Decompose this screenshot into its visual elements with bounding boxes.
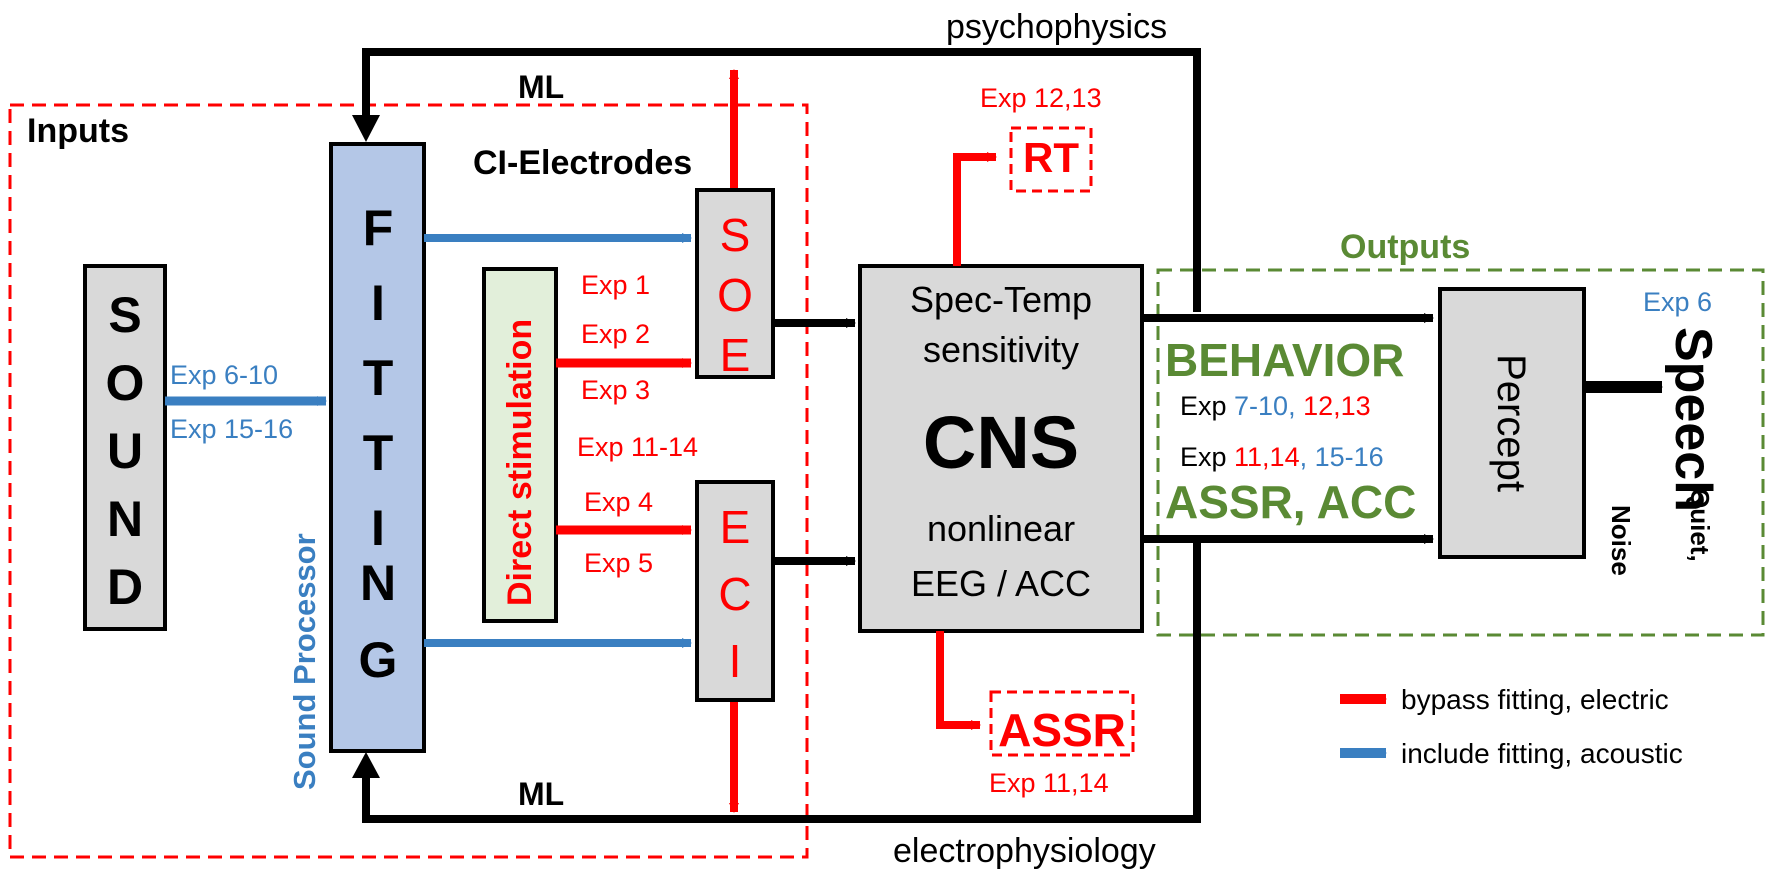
- percept-box: [1438, 287, 1586, 559]
- exp-1-label: Exp 1: [581, 270, 650, 300]
- exp-12-13-label: Exp 12,13: [980, 83, 1102, 113]
- fitting-letter: T: [363, 425, 394, 481]
- cns-spec-temp: Spec-Temp: [910, 279, 1092, 320]
- exp-6-10-label: Exp 6-10: [170, 360, 278, 390]
- ml-bottom-label: ML: [518, 776, 564, 812]
- cns-title: CNS: [923, 401, 1079, 484]
- behavior-label: BEHAVIOR: [1165, 334, 1404, 386]
- inputs-region: [8, 103, 809, 859]
- speech-noise-label: Noise: [1606, 505, 1636, 576]
- sound-letter: S: [108, 287, 141, 343]
- assr-exp-prefix: Exp: [1180, 442, 1234, 472]
- speech-label: Speech: [1664, 327, 1722, 512]
- sound-letter: D: [107, 559, 143, 615]
- exp-6-label: Exp 6: [1643, 287, 1712, 317]
- behavior-exp-red: 12,13: [1303, 391, 1371, 421]
- fitting-letters: F I T T I N G: [359, 200, 398, 688]
- legend-acoustic-label: include fitting, acoustic: [1401, 738, 1683, 769]
- fitting-letter: G: [359, 632, 398, 688]
- legend-electric-label: bypass fitting, electric: [1401, 684, 1669, 715]
- exp-3-label: Exp 3: [581, 375, 650, 405]
- eci-box: [695, 480, 775, 702]
- fitting-box: [329, 142, 426, 753]
- cns-to-rt-arrow: [953, 152, 997, 266]
- sound-box: [83, 264, 167, 631]
- eci-letter: E: [720, 501, 751, 553]
- assr-exp-red: 11,14: [1234, 442, 1300, 472]
- fitting-letter: I: [371, 275, 385, 331]
- soe-letter: S: [720, 209, 751, 261]
- exp-15-16-label: Exp 15-16: [170, 414, 293, 444]
- rt-box: [1009, 126, 1093, 193]
- assr-exp-blue: 15-16: [1315, 442, 1384, 472]
- cns-sensitivity: sensitivity: [923, 329, 1079, 370]
- assr-exp-sep: ,: [1300, 442, 1315, 472]
- assr-exp-row: Exp 11,14, 15-16: [1180, 442, 1384, 472]
- psychophysics-label: psychophysics: [946, 8, 1167, 46]
- direct-stimulation-label: Direct stimulation: [501, 319, 539, 606]
- fitting-letter: F: [363, 200, 394, 256]
- behavior-exp-row: Exp 7-10, 12,13: [1180, 391, 1371, 421]
- exp-11-14-b-label: Exp 11,14: [989, 768, 1109, 798]
- electrophysiology-label: electrophysiology: [893, 832, 1156, 870]
- direct-stimulation-box: [482, 267, 558, 623]
- cns-box: [858, 264, 1144, 633]
- percept-label: Percept: [1489, 354, 1533, 492]
- outputs-label: Outputs: [1340, 228, 1470, 266]
- exp-2-label: Exp 2: [581, 319, 650, 349]
- sound-letter: N: [107, 491, 143, 547]
- soe-letter: O: [717, 269, 753, 321]
- assr-box: [989, 690, 1135, 757]
- legend: bypass fitting, electric include fitting…: [1340, 684, 1683, 769]
- fitting-letter: N: [360, 555, 396, 611]
- behavior-exp-sep: ,: [1288, 391, 1303, 421]
- cns-eeg-acc: EEG / ACC: [911, 563, 1091, 604]
- soe-box: [695, 188, 775, 379]
- behavior-exp-blue: 7-10: [1234, 391, 1288, 421]
- soe-letter: E: [720, 329, 751, 381]
- cns-nonlinear: nonlinear: [927, 508, 1075, 549]
- psychophysics-loop: [352, 48, 1201, 312]
- ml-top-label: ML: [518, 69, 564, 105]
- exp-11-14-label: Exp 11-14: [577, 432, 698, 462]
- eci-letter: I: [729, 635, 742, 687]
- exp-4-label: Exp 4: [584, 487, 653, 517]
- eci-letter: C: [718, 568, 751, 620]
- exp-5-label: Exp 5: [584, 548, 653, 578]
- speech-quiet-label: Quiet,: [1685, 488, 1715, 562]
- electrophysiology-loop: [352, 536, 1201, 823]
- behavior-exp-prefix: Exp: [1180, 391, 1234, 421]
- assr-acc-label: ASSR, ACC: [1165, 476, 1416, 528]
- sound-letter: O: [106, 355, 145, 411]
- inputs-label: Inputs: [27, 112, 129, 150]
- sound-processor-label: Sound Processor: [287, 533, 322, 790]
- ci-electrodes-label: CI-Electrodes: [473, 144, 692, 182]
- fitting-letter: I: [371, 500, 385, 556]
- assr-box-label: ASSR: [998, 704, 1126, 756]
- fitting-letter: T: [363, 350, 394, 406]
- sound-letter: U: [107, 423, 143, 479]
- sound-letters: S O U N D: [106, 287, 145, 615]
- rt-label: RT: [1023, 134, 1079, 181]
- cns-to-assr-arrow: [936, 631, 981, 730]
